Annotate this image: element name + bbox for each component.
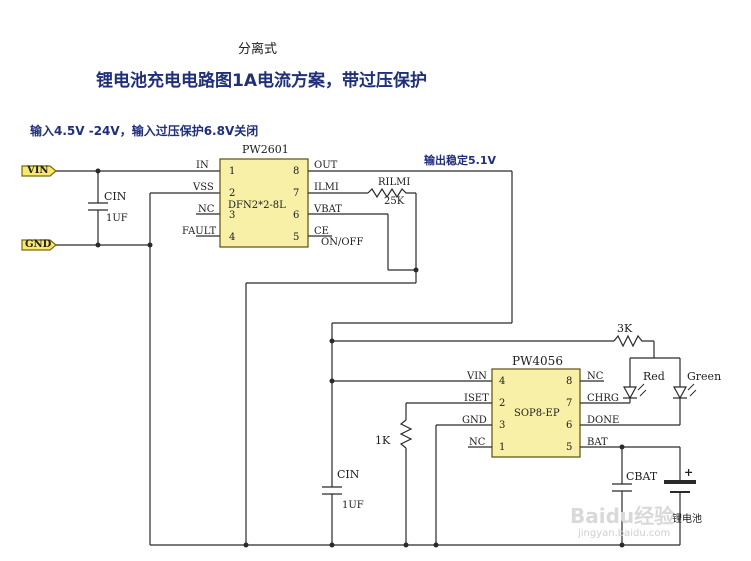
output-voltage-note: 输出稳定5.1V bbox=[424, 154, 496, 167]
pw4056-pin4-num: 4 bbox=[499, 376, 506, 387]
pw4056-pin5-label: BAT bbox=[587, 437, 608, 448]
pw4056-pin1-num: 1 bbox=[499, 442, 506, 453]
pw2601-pin7-label: ILMI bbox=[314, 182, 339, 193]
input-range-note: 输入4.5V -24V，输入过压保护6.8V关闭 bbox=[30, 124, 259, 138]
pw4056-pin6-num: 6 bbox=[566, 420, 573, 431]
pw2601-pin5-num: 5 bbox=[293, 232, 300, 243]
battery-label: 锂电池 bbox=[672, 514, 702, 525]
gnd-port bbox=[21, 239, 57, 251]
pw4056-pin5-num: 5 bbox=[566, 442, 573, 453]
rilmi-name: RILMI bbox=[378, 177, 411, 188]
pw2601-pin3-num: 3 bbox=[229, 210, 236, 221]
ce-on-off-note: ON/OFF bbox=[321, 237, 364, 248]
pw2601-pin1-num: 1 bbox=[229, 166, 236, 177]
pw4056-name: PW4056 bbox=[512, 354, 563, 368]
pw4056-package: SOP8-EP bbox=[514, 408, 560, 419]
pw4056-pin3-label: GND bbox=[462, 415, 487, 426]
pw4056-pin7-num: 7 bbox=[566, 398, 573, 409]
r1k-value: 1K bbox=[375, 434, 391, 447]
baidu-watermark-url: jingyan.baidu.com bbox=[578, 528, 671, 539]
pw4056-pin4-label: VIN bbox=[467, 371, 487, 382]
pw4056-pin2-label: ISET bbox=[464, 393, 489, 404]
pw4056-pin1-label: NC bbox=[469, 437, 486, 448]
led-green-label: Green bbox=[687, 370, 722, 383]
vin-port-label: VIN bbox=[27, 165, 49, 176]
diagram-subtitle: 分离式 bbox=[238, 42, 278, 57]
pw4056-pin6-label: DONE bbox=[587, 415, 620, 426]
pw2601-pin2-label: VSS bbox=[193, 182, 214, 193]
cbat-name: CBAT bbox=[626, 470, 658, 483]
pw4056-body bbox=[491, 368, 581, 458]
rilmi-value: 25K bbox=[384, 196, 405, 207]
pw2601-pin6-num: 6 bbox=[293, 210, 300, 221]
rilmi-resistor bbox=[367, 187, 416, 199]
pw2601-pin8-num: 8 bbox=[293, 166, 300, 177]
cin1-value: 1UF bbox=[106, 213, 128, 224]
cin1-name: CIN bbox=[104, 190, 127, 203]
baidu-watermark: Baidu经验 bbox=[570, 504, 675, 528]
pw4056-pin2-num: 2 bbox=[499, 398, 506, 409]
pw2601-pin1-label: IN bbox=[196, 160, 209, 171]
pw2601-pin6-label: VBAT bbox=[314, 204, 342, 215]
pw2601-pin3-label: NC bbox=[198, 204, 215, 215]
vin-port bbox=[21, 165, 57, 177]
pw2601-pin8-label: OUT bbox=[314, 160, 338, 171]
r1k-resistor bbox=[399, 419, 413, 449]
pw2601-package: DFN2*2-8L bbox=[228, 200, 286, 211]
pw2601-name: PW2601 bbox=[242, 143, 289, 156]
pw4056-pin8-label: NC bbox=[587, 371, 604, 382]
pw2601-pin2-num: 2 bbox=[229, 188, 236, 199]
pw4056-pin8-num: 8 bbox=[566, 376, 573, 387]
pw2601-pin4-label: FAULT bbox=[182, 226, 217, 237]
gnd-port-label: GND bbox=[25, 239, 52, 250]
battery-plus-sign: + bbox=[684, 466, 694, 479]
pw4056-pin3-num: 3 bbox=[499, 420, 506, 431]
led-red-label: Red bbox=[643, 370, 665, 383]
pw2601-pin4-num: 4 bbox=[229, 232, 236, 243]
cin2-value: 1UF bbox=[342, 500, 364, 511]
cin2-name: CIN bbox=[337, 468, 360, 481]
r3k-resistor bbox=[613, 334, 654, 348]
diagram-title: 锂电池充电电路图1A电流方案，带过压保护 bbox=[96, 71, 427, 91]
pw4056-pin7-label: CHRG bbox=[587, 393, 619, 404]
pw2601-body bbox=[219, 158, 309, 248]
pw2601-pin7-num: 7 bbox=[293, 188, 300, 199]
r3k-value: 3K bbox=[617, 322, 633, 335]
led-red-body bbox=[622, 386, 638, 400]
pw2601-pin5-label: CE bbox=[314, 226, 329, 237]
led-green-body bbox=[672, 386, 688, 400]
